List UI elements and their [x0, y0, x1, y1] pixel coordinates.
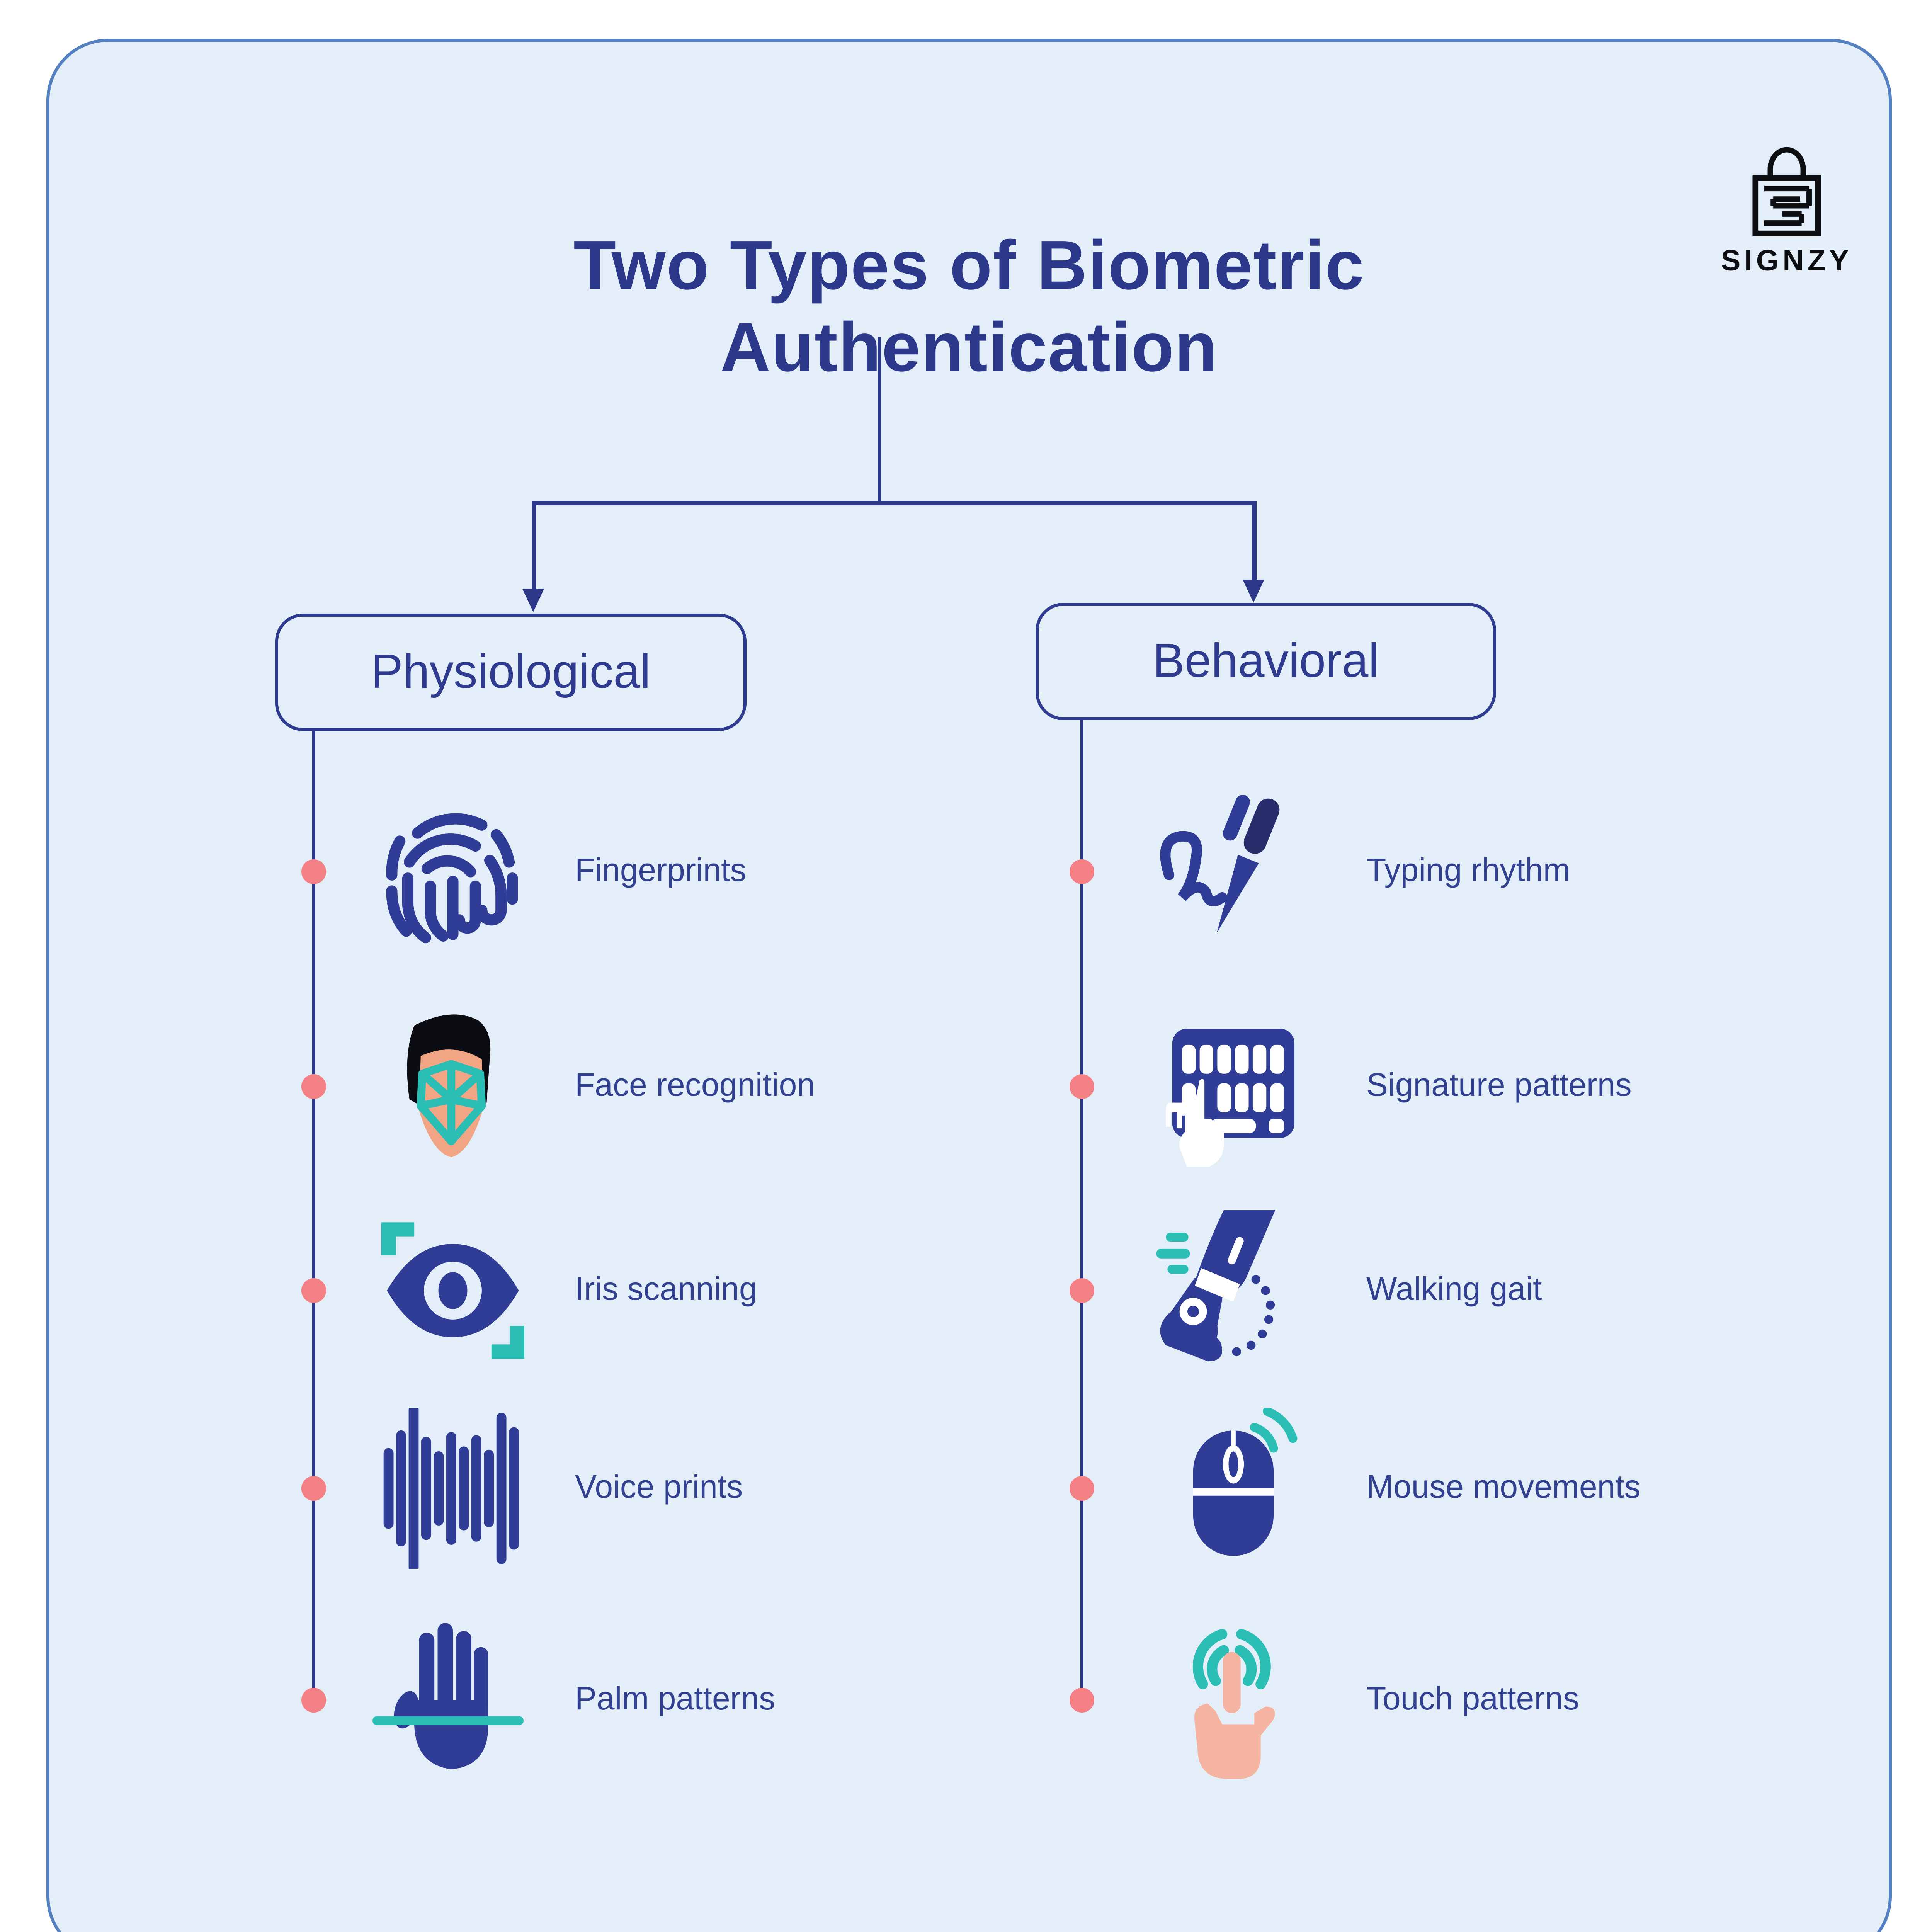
brand-name: SIGNZY [1721, 246, 1853, 278]
item-label: Palm patterns [575, 1682, 776, 1717]
walking-gait-icon [1153, 1210, 1314, 1371]
timeline-dot [1070, 1074, 1094, 1099]
page-title: Two Types of Biometric Authentication [49, 224, 1889, 388]
item-label: Walking gait [1366, 1272, 1542, 1308]
timeline-dot [301, 859, 326, 884]
timeline-dot [1070, 859, 1094, 884]
timeline-dot [301, 1074, 326, 1099]
tree-horizontal-line [533, 501, 1255, 505]
palm-patterns-icon [372, 1620, 533, 1781]
keyboard-icon [1153, 1006, 1314, 1170]
left-arrow-icon [522, 589, 544, 612]
item-label: Face recognition [575, 1068, 815, 1104]
right-arrow-icon [1243, 580, 1264, 603]
item-label: Signature patterns [1366, 1068, 1632, 1104]
physiological-box-label: Physiological [371, 645, 651, 699]
face-recognition-icon [372, 1006, 533, 1167]
brand-logo: SIGNZY [1691, 141, 1883, 280]
timeline-dot [1070, 1476, 1094, 1501]
touch-pointer-icon [1153, 1620, 1314, 1781]
iris-scanning-icon [372, 1210, 533, 1371]
item-label: Typing rhythm [1366, 853, 1570, 889]
behavioral-box-label: Behavioral [1153, 634, 1379, 688]
item-label: Mouse movements [1366, 1470, 1641, 1505]
tree-left-drop-line [532, 501, 536, 590]
page-title-line2: Authentication [720, 308, 1218, 386]
physiological-timeline [312, 731, 315, 1700]
timeline-dot [301, 1476, 326, 1501]
signature-pen-icon [1153, 791, 1314, 952]
infographic-card: Two Types of Biometric Authentication SI… [46, 39, 1892, 1932]
fingerprint-icon [372, 791, 533, 952]
behavioral-box: Behavioral [1036, 603, 1496, 720]
timeline-dot [301, 1688, 326, 1713]
item-label: Iris scanning [575, 1272, 757, 1308]
mouse-icon [1153, 1406, 1314, 1569]
tree-stem-line [878, 337, 881, 502]
item-label: Voice prints [575, 1470, 743, 1505]
timeline-dot [301, 1278, 326, 1303]
tree-right-drop-line [1252, 501, 1256, 581]
physiological-box: Physiological [275, 614, 747, 731]
behavioral-timeline [1080, 720, 1083, 1700]
timeline-dot [1070, 1688, 1094, 1713]
signzy-lock-icon [1752, 147, 1821, 236]
voice-prints-icon [372, 1405, 533, 1572]
item-label: Touch patterns [1366, 1682, 1580, 1717]
item-label: Fingerprints [575, 853, 747, 889]
timeline-dot [1070, 1278, 1094, 1303]
page-title-line1: Two Types of Biometric [573, 226, 1365, 304]
